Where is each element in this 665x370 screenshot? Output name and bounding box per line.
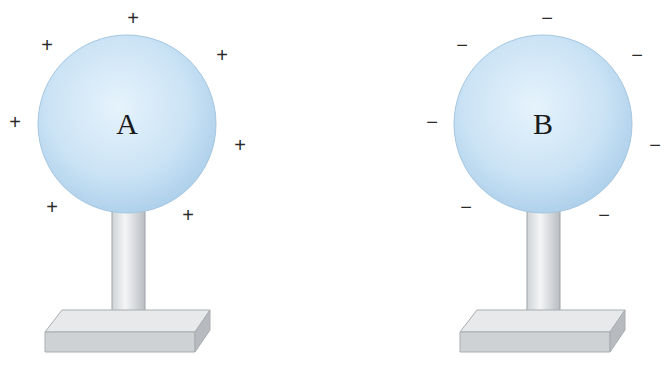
charge-sign: + [9, 112, 21, 132]
charge-sign: + [127, 8, 139, 28]
stand [45, 200, 210, 352]
charge-sign: − [460, 197, 472, 217]
sphere-shape [38, 35, 216, 213]
charge-sign: − [426, 112, 438, 132]
charged-sphere: A [37, 34, 217, 214]
charge-sign: − [541, 8, 553, 28]
stand [460, 200, 625, 352]
charge-sign: − [598, 205, 610, 225]
charge-sign: − [649, 135, 661, 155]
sphere-letter: B [533, 109, 553, 139]
charge-sign: + [46, 197, 58, 217]
charge-sign: − [631, 45, 643, 65]
charge-sign: − [456, 35, 468, 55]
sphere-shape [454, 35, 632, 213]
charge-sign: + [41, 35, 53, 55]
sphere-letter: A [116, 109, 138, 139]
charged-sphere: B [453, 34, 633, 214]
charge-sign: + [234, 135, 246, 155]
charge-sign: + [216, 45, 228, 65]
charge-sign: + [182, 205, 194, 225]
